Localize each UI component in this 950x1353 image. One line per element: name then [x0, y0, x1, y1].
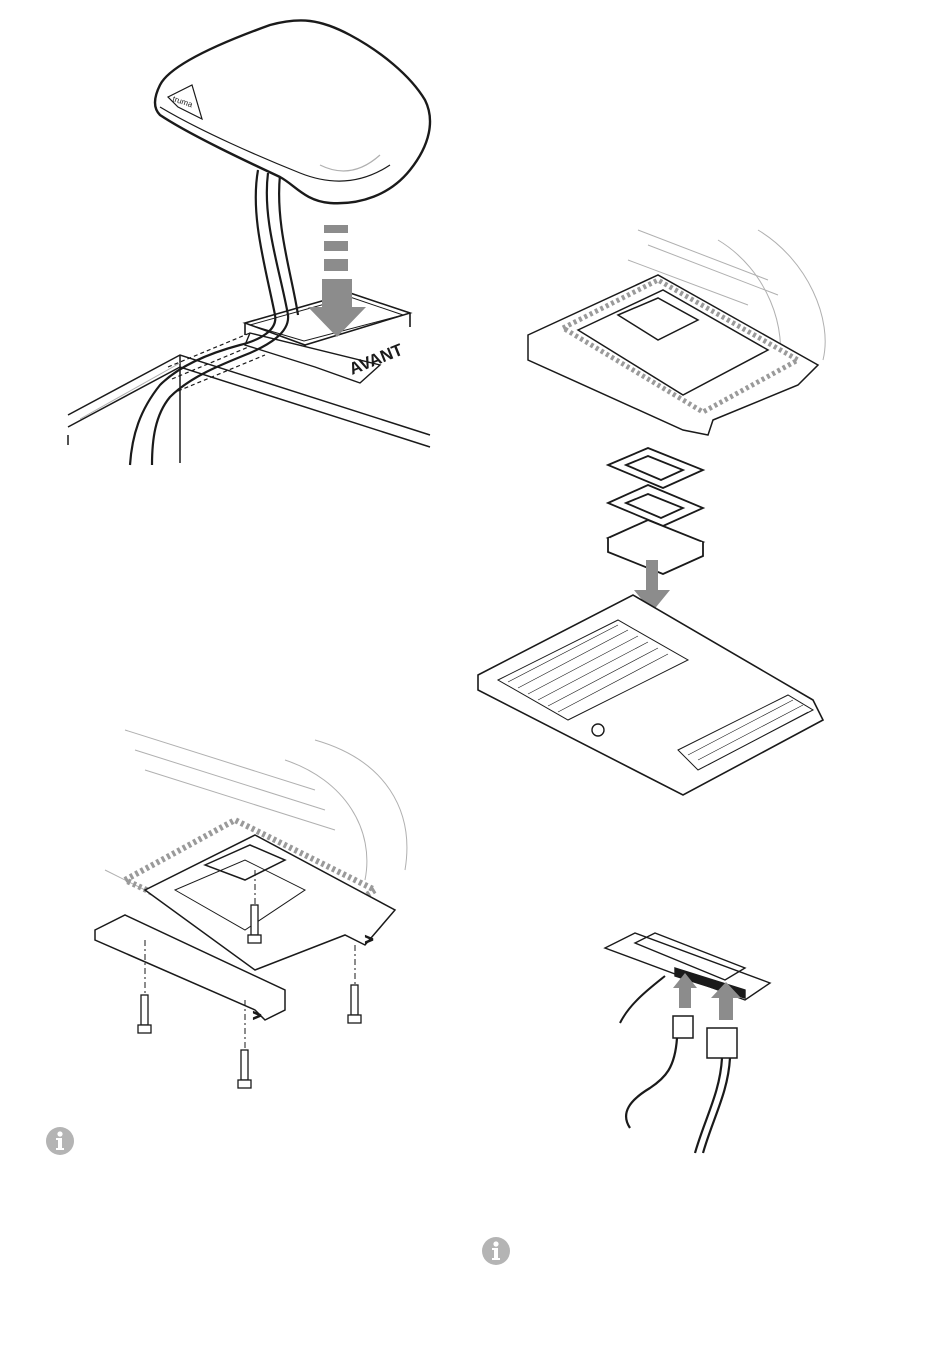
screw	[238, 1050, 251, 1088]
data-plug	[626, 1016, 693, 1128]
spacer-frame	[608, 485, 703, 526]
screw	[348, 985, 361, 1023]
info-icon	[481, 1236, 511, 1266]
lower-plate-mark: >	[253, 1007, 261, 1023]
power-plug	[695, 1028, 737, 1153]
cable-loop	[620, 976, 665, 1023]
figure-roof-unit-installation: AVANT truma	[60, 15, 460, 475]
ceiling-air-distributor	[478, 595, 823, 795]
figure-frame-spacers-distributor	[468, 220, 838, 810]
upper-plate-mark: >	[365, 931, 373, 947]
roof-unit-housing	[155, 20, 430, 203]
roof-light-lines	[80, 363, 180, 419]
roof-surface	[68, 355, 430, 463]
front-label: AVANT	[346, 340, 406, 379]
screw	[138, 995, 151, 1033]
info-icon	[45, 1126, 75, 1156]
center-knob	[592, 724, 604, 736]
figure-mounting-frame-screws: > >	[85, 720, 425, 1100]
front-marker-plate: AVANT	[245, 333, 406, 383]
spacer-frame	[608, 448, 703, 488]
mounting-frame	[528, 275, 818, 435]
figure-connector-plugs	[595, 928, 780, 1158]
